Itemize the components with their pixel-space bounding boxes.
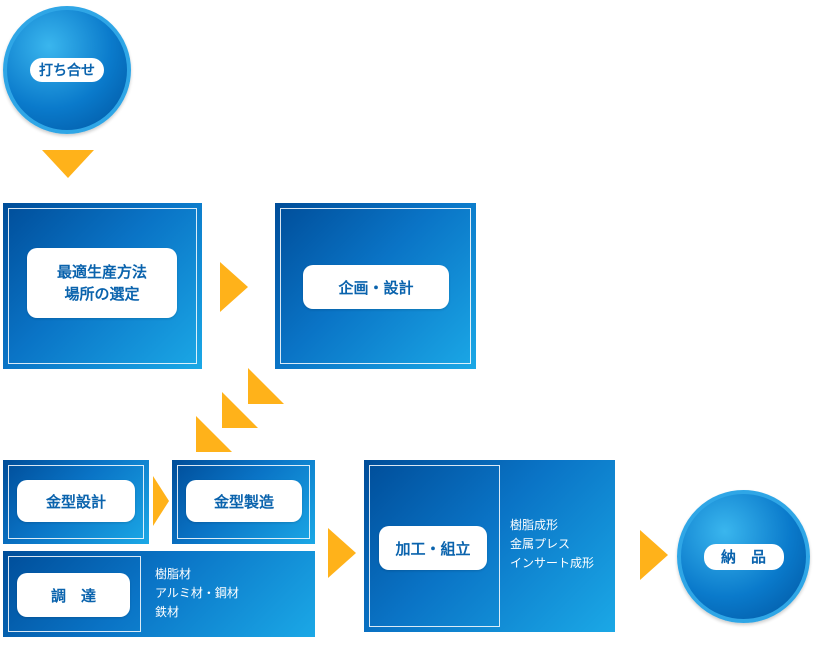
processing-notes: 樹脂成形 金属プレス インサート成形: [510, 516, 594, 573]
meeting-label: 打ち合せ: [30, 58, 104, 82]
procurement-note-1: 樹脂材: [155, 567, 192, 581]
delivery-circle: 納 品: [677, 490, 810, 623]
procurement-box: 調 達 樹脂材 アルミ材・鋼材 鉄材: [3, 551, 315, 637]
procurement-label: 調 達: [17, 573, 130, 617]
procurement-note-2: アルミ材・鋼材: [155, 586, 239, 600]
down-arrow-icon: [42, 150, 94, 178]
small-right-arrow-icon: [153, 476, 169, 526]
mold-design-box: 金型設計: [3, 460, 149, 544]
processing-box: 加工・組立 樹脂成形 金属プレス インサート成形: [364, 460, 615, 632]
right-arrow-icon: [220, 262, 248, 312]
optimal-production-box: 最適生産方法 場所の選定: [3, 203, 202, 369]
processing-note-2: 金属プレス: [510, 537, 571, 551]
delivery-label: 納 品: [703, 543, 784, 570]
planning-label: 企画・設計: [303, 265, 449, 309]
procurement-note-3: 鉄材: [155, 605, 180, 619]
mold-manufacturing-label: 金型製造: [186, 480, 302, 522]
mold-manufacturing-box: 金型製造: [172, 460, 315, 544]
processing-label: 加工・組立: [379, 526, 487, 570]
right-arrow-icon: [328, 528, 356, 578]
meeting-circle: 打ち合せ: [3, 6, 131, 134]
planning-box: 企画・設計: [275, 203, 476, 369]
mold-design-label: 金型設計: [17, 480, 135, 522]
procurement-notes: 樹脂材 アルミ材・鋼材 鉄材: [155, 565, 239, 622]
right-arrow-icon: [640, 530, 668, 580]
optimal-production-line1: 最適生産方法: [56, 263, 147, 281]
optimal-production-label: 最適生産方法 場所の選定: [27, 248, 177, 318]
processing-note-1: 樹脂成形: [510, 518, 559, 532]
diagonal-arrows-icon: [196, 368, 284, 452]
processing-note-3: インサート成形: [510, 556, 595, 570]
optimal-production-line2: 場所の選定: [64, 285, 140, 303]
